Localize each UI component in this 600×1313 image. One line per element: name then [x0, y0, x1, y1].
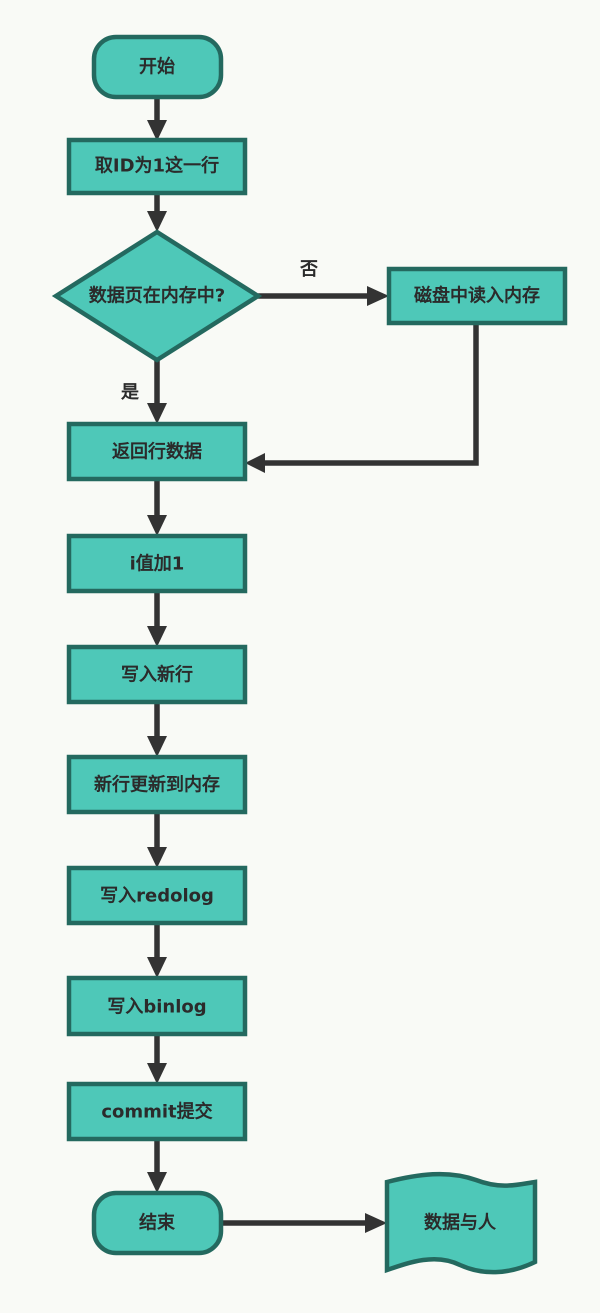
arrowhead-redolog-to-binlog [147, 957, 167, 978]
decision-diamond [51, 229, 263, 363]
disk-read-label: 磁盘中读入内存 [414, 285, 540, 307]
fetch-row-label: 取ID为1这一行 [95, 155, 219, 177]
write-new-row-process [66, 644, 248, 705]
edge-disk-to-return [265, 323, 479, 466]
fetch-row-process [66, 137, 248, 196]
update-memory-process [66, 754, 248, 815]
arrowhead-increment-to-write [147, 626, 167, 647]
node-decision: 数据页在内存中? [51, 229, 263, 363]
arrowhead-return-to-increment [147, 515, 167, 536]
start-label: 开始 [139, 56, 175, 78]
arrowhead-start-to-fetch [147, 120, 167, 141]
node-increment: i值加1 [66, 533, 248, 594]
disk-read-process [386, 266, 568, 326]
end-label: 结束 [139, 1212, 176, 1234]
node-update-memory: 新行更新到内存 [66, 754, 248, 815]
edge-label-no: 否 [299, 259, 318, 280]
node-commit: commit提交 [66, 1081, 248, 1142]
node-end: 结束 [91, 1190, 224, 1256]
write-new-row-label: 写入新行 [121, 664, 193, 686]
node-return-row: 返回行数据 [66, 421, 248, 482]
edge-label-yes: 是 [120, 382, 139, 403]
increment-label: i值加1 [130, 553, 185, 575]
output-document-shape [384, 1171, 538, 1275]
edges [147, 98, 479, 1233]
commit-process [66, 1081, 248, 1142]
write-binlog-process [66, 975, 248, 1037]
commit-label: commit提交 [101, 1101, 212, 1123]
arrowhead-binlog-to-commit [147, 1063, 167, 1084]
arrowhead-commit-to-end [147, 1172, 167, 1193]
node-write-redolog: 写入redolog [66, 865, 248, 926]
node-start: 开始 [91, 34, 224, 100]
node-fetch-row: 取ID为1这一行 [66, 137, 248, 196]
update-memory-label: 新行更新到内存 [94, 774, 220, 796]
arrowhead-disk-to-return [245, 453, 265, 473]
increment-process [66, 533, 248, 594]
arrowhead-decision-to-return [147, 403, 167, 424]
start-terminator [91, 34, 224, 100]
arrowhead-fetch-to-decision [147, 211, 167, 232]
output-label: 数据与人 [424, 1212, 497, 1234]
arrowhead-write-to-update [147, 736, 167, 757]
decision-label: 数据页在内存中? [89, 285, 225, 307]
node-write-new-row: 写入新行 [66, 644, 248, 705]
end-terminator [91, 1190, 224, 1256]
write-binlog-label: 写入binlog [107, 997, 206, 1018]
node-write-binlog: 写入binlog [66, 975, 248, 1037]
arrowhead-end-to-output [365, 1213, 387, 1233]
write-redolog-label: 写入redolog [100, 886, 214, 907]
arrowhead-decision-to-disk [367, 286, 389, 306]
write-redolog-process [66, 865, 248, 926]
return-row-label: 返回行数据 [112, 441, 202, 463]
arrowhead-update-to-redolog [147, 847, 167, 868]
node-output: 数据与人 [384, 1171, 538, 1275]
return-row-process [66, 421, 248, 482]
node-disk-read: 磁盘中读入内存 [386, 266, 568, 326]
